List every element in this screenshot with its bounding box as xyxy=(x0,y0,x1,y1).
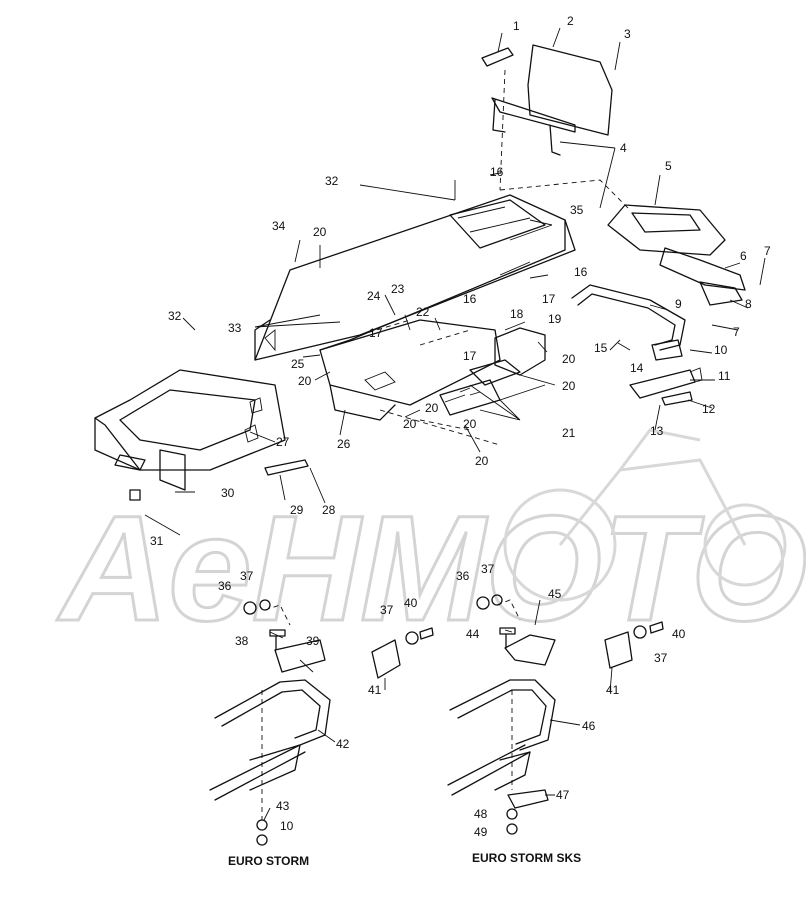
callout-29: 29 xyxy=(290,503,304,517)
callout-10b: 10 xyxy=(280,819,294,833)
watermark-motorcycle-icon xyxy=(503,428,787,602)
seat-bracket-upper xyxy=(481,44,613,191)
callout-32b: 32 xyxy=(168,309,182,323)
callout-17a: 17 xyxy=(542,292,556,306)
callout-14: 14 xyxy=(630,361,644,375)
callout-20h: 20 xyxy=(475,454,489,468)
callout-37a: 37 xyxy=(240,569,254,583)
callout-16a: 16 xyxy=(490,165,504,179)
caption-euro-storm: EURO STORM xyxy=(228,854,309,868)
callout-38: 38 xyxy=(235,634,249,648)
callout-49: 49 xyxy=(474,825,488,839)
leader-lines xyxy=(144,27,766,821)
callout-17c: 17 xyxy=(463,349,477,363)
callout-36b: 36 xyxy=(456,569,470,583)
euro-storm-assembly xyxy=(209,599,434,846)
callout-16b: 16 xyxy=(574,265,588,279)
callout-15: 15 xyxy=(594,341,608,355)
callout-9: 9 xyxy=(675,297,682,311)
callout-30: 30 xyxy=(221,486,235,500)
callout-20f: 20 xyxy=(403,417,417,431)
callout-34: 34 xyxy=(272,219,286,233)
callout-23: 23 xyxy=(391,282,405,296)
callout-36a: 36 xyxy=(218,579,232,593)
callout-35: 35 xyxy=(570,203,584,217)
watermark-text: AeHMOTO xyxy=(56,484,806,652)
callouts: 1 2 3 4 5 6 7 8 7 9 10 11 12 13 14 15 16… xyxy=(150,14,771,839)
callout-20d: 20 xyxy=(425,401,439,415)
callout-12: 12 xyxy=(702,402,716,416)
callout-18: 18 xyxy=(510,307,524,321)
callout-47: 47 xyxy=(556,788,570,802)
callout-11: 11 xyxy=(718,369,731,383)
callout-20b: 20 xyxy=(562,352,576,366)
mount-bracket-lower-right xyxy=(629,367,703,406)
callout-6: 6 xyxy=(740,249,747,263)
callout-40b: 40 xyxy=(672,627,686,641)
callout-22: 22 xyxy=(416,305,430,319)
callout-4: 4 xyxy=(620,141,627,155)
callout-1: 1 xyxy=(513,19,520,33)
callout-40a: 40 xyxy=(404,596,418,610)
callout-10a: 10 xyxy=(714,343,728,357)
callout-46: 46 xyxy=(582,719,596,733)
callout-48: 48 xyxy=(474,807,488,821)
callout-43: 43 xyxy=(276,799,290,813)
front-chassis-section xyxy=(94,369,309,501)
callout-13: 13 xyxy=(650,424,664,438)
callout-26: 26 xyxy=(337,437,351,451)
callout-20a: 20 xyxy=(313,225,327,239)
callout-37c: 37 xyxy=(481,562,495,576)
callout-37b: 37 xyxy=(380,603,394,617)
callout-7a: 7 xyxy=(764,244,771,258)
callout-41b: 41 xyxy=(606,683,620,697)
callout-5: 5 xyxy=(665,159,672,173)
euro-storm-sks-assembly xyxy=(447,594,664,835)
callout-7b: 7 xyxy=(733,325,740,339)
callout-37d: 37 xyxy=(654,651,668,665)
callout-20c: 20 xyxy=(562,379,576,393)
callout-31: 31 xyxy=(150,534,164,548)
callout-8: 8 xyxy=(745,297,752,311)
callout-42: 42 xyxy=(336,737,350,751)
caption-euro-storm-sks: EURO STORM SKS xyxy=(472,851,581,865)
callout-3: 3 xyxy=(624,27,631,41)
callout-32a: 32 xyxy=(325,174,339,188)
callout-25: 25 xyxy=(291,357,305,371)
callout-45: 45 xyxy=(548,587,562,601)
callout-21: 21 xyxy=(562,426,576,440)
callout-41a: 41 xyxy=(368,683,382,697)
callout-44: 44 xyxy=(466,627,480,641)
callout-16c: 16 xyxy=(463,292,477,306)
callout-20e: 20 xyxy=(298,374,312,388)
callout-19: 19 xyxy=(548,312,562,326)
callout-20g: 20 xyxy=(463,417,477,431)
callout-27: 27 xyxy=(276,435,290,449)
callout-39: 39 xyxy=(306,634,320,648)
callout-17b: 17 xyxy=(369,326,383,340)
callout-33: 33 xyxy=(228,321,242,335)
callout-24: 24 xyxy=(367,289,381,303)
callout-28: 28 xyxy=(322,503,336,517)
rear-bumper-plate xyxy=(607,204,746,306)
callout-2: 2 xyxy=(567,14,574,28)
